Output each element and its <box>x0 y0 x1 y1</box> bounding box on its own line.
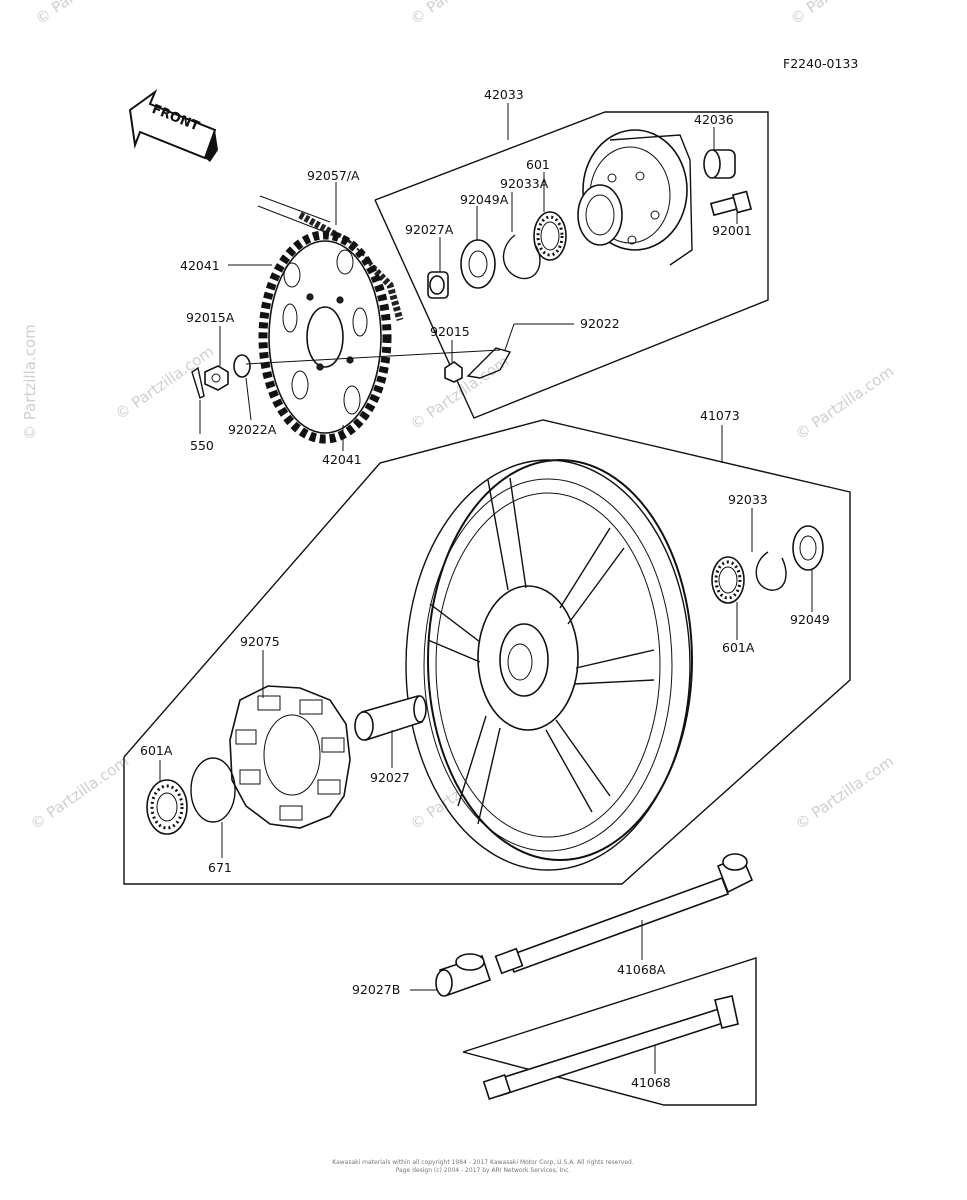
collar-42036 <box>703 149 736 179</box>
axle-41068a <box>494 853 754 975</box>
part-labels: 42033 42036 92057/A 92033A 601 92049A 92… <box>140 87 830 1090</box>
part-label-601a-left: 601A <box>140 743 173 758</box>
part-label-92022a: 92022A <box>228 422 277 437</box>
bearing-601 <box>533 211 567 261</box>
cotter-pin-550 <box>191 366 205 399</box>
circlip-92033a <box>502 234 541 280</box>
watermark: © Partzilla.com <box>407 0 512 28</box>
part-label-92075: 92075 <box>240 634 280 649</box>
part-label-92022: 92022 <box>580 316 620 331</box>
part-label-41073: 41073 <box>700 408 740 423</box>
leader-lines-upper <box>199 103 738 451</box>
circlip-92033 <box>755 551 787 591</box>
part-label-92027a: 92027A <box>405 222 454 237</box>
part-label-92033: 92033 <box>728 492 768 507</box>
part-label-42036: 42036 <box>694 112 734 127</box>
washer-92022a <box>233 354 251 378</box>
watermark: © Partzilla.com <box>407 352 512 433</box>
part-label-92001: 92001 <box>712 223 752 238</box>
watermark: © Partzilla.com <box>792 752 897 833</box>
chain-92057a <box>257 195 404 321</box>
leader-lines-lower <box>159 425 813 1074</box>
bearing-601a-right <box>711 556 745 604</box>
part-label-92033a: 92033A <box>500 176 549 191</box>
front-arrow: FRONT <box>128 89 218 162</box>
oil-seal-92049 <box>792 525 824 571</box>
part-label-41068a: 41068A <box>617 962 666 977</box>
part-label-42041-top: 42041 <box>180 258 220 273</box>
part-label-42041-bottom: 42041 <box>322 452 362 467</box>
part-label-550: 550 <box>190 438 214 453</box>
part-label-92027b: 92027B <box>352 982 400 997</box>
part-label-601a-right: 601A <box>722 640 755 655</box>
footer-page-design: Page design (c) 2004 - 2017 by ARI Netwo… <box>396 1167 571 1174</box>
wheel-41073 <box>405 459 693 871</box>
part-label-671: 671 <box>208 860 232 875</box>
figure-code: F2240-0133 <box>783 56 858 71</box>
oil-seal-92049a <box>460 239 496 289</box>
part-label-41068: 41068 <box>631 1075 671 1090</box>
footer-copyright: Kawasaki materials within all copyright … <box>332 1159 634 1166</box>
watermark: © Partzilla.com <box>21 324 39 440</box>
watermark: © Partzilla.com <box>27 752 132 833</box>
part-label-92057a: 92057/A <box>307 168 360 183</box>
bolt-92001 <box>709 190 753 217</box>
part-label-601: 601 <box>526 157 550 172</box>
damper-92075 <box>229 685 351 829</box>
part-label-92015a: 92015A <box>186 310 235 325</box>
watermark: © Partzilla.com <box>787 0 892 28</box>
nut-92015a <box>204 365 229 391</box>
part-label-92049a: 92049A <box>460 192 509 207</box>
o-ring-671 <box>190 757 236 823</box>
part-label-92049: 92049 <box>790 612 830 627</box>
nut-92015 <box>444 361 463 383</box>
lock-plate-92022 <box>466 347 512 379</box>
sprocket-42041 <box>258 230 392 444</box>
bearing-601a-left <box>146 779 188 835</box>
collar-92027a <box>427 271 449 299</box>
sprocket-hub <box>577 129 693 266</box>
part-label-92015: 92015 <box>430 324 470 339</box>
watermark: © Partzilla.com <box>32 0 137 28</box>
upper-group-outline <box>374 111 769 419</box>
part-label-42033: 42033 <box>484 87 524 102</box>
axle-group-outline <box>462 957 757 1106</box>
axle-41068 <box>482 995 739 1100</box>
collar-92027b <box>435 953 492 997</box>
part-label-92027: 92027 <box>370 770 410 785</box>
lower-group-outline <box>123 419 851 885</box>
watermark: © Partzilla.com <box>792 362 897 443</box>
collar-92027 <box>354 694 427 742</box>
